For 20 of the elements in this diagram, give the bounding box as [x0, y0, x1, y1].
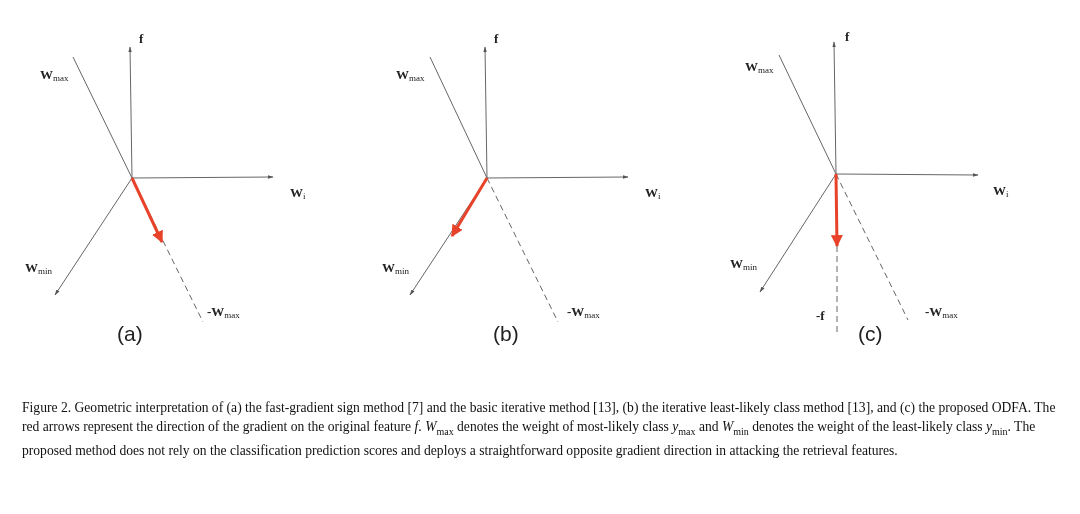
- axis-label: -W$_{max}$: [207, 305, 240, 320]
- axis-label: f: [139, 32, 144, 45]
- axis-label: -f: [816, 309, 825, 322]
- axis-label: W$_{min}$: [382, 261, 409, 276]
- axis-label: W$_{i}$: [645, 186, 661, 201]
- axis-label: W$_{max}$: [745, 60, 774, 75]
- axis-label: W$_{max}$: [40, 68, 69, 83]
- axis-label: W$_{min}$: [25, 261, 52, 276]
- axis-label: W$_{min}$: [730, 257, 757, 272]
- axis-label: -W$_{max}$: [925, 305, 958, 320]
- axis-label: W$_{max}$: [396, 68, 425, 83]
- axis-label: W$_{i}$: [993, 184, 1009, 199]
- axis-label: f: [494, 32, 499, 45]
- figure-caption: Figure 2. Geometric interpretation of (a) the fast-gradient sign method [7] and the basic iterative method [13], (b) the iterative least-likely class method [13], and (c) the proposed ODFA. The red arrows represent the direction of the gradient on the original feature f. W$_{max}$ denotes the weight of most-likely class y$_{max}$ and W$_{min}$ denotes the weight of the least-likely class y$_{min}$. The proposed method does not rely on the classification prediction scores and deploys a straightforward opposite gradient direction in attacking the retrieval features.: [22, 399, 1057, 460]
- panel-label: (b): [493, 323, 519, 344]
- axis-label: -W$_{max}$: [567, 305, 600, 320]
- panel-label: (c): [858, 323, 883, 344]
- axis-label: W$_{i}$: [290, 186, 306, 201]
- axis-label: f: [845, 30, 850, 43]
- panel-label: (a): [117, 323, 143, 344]
